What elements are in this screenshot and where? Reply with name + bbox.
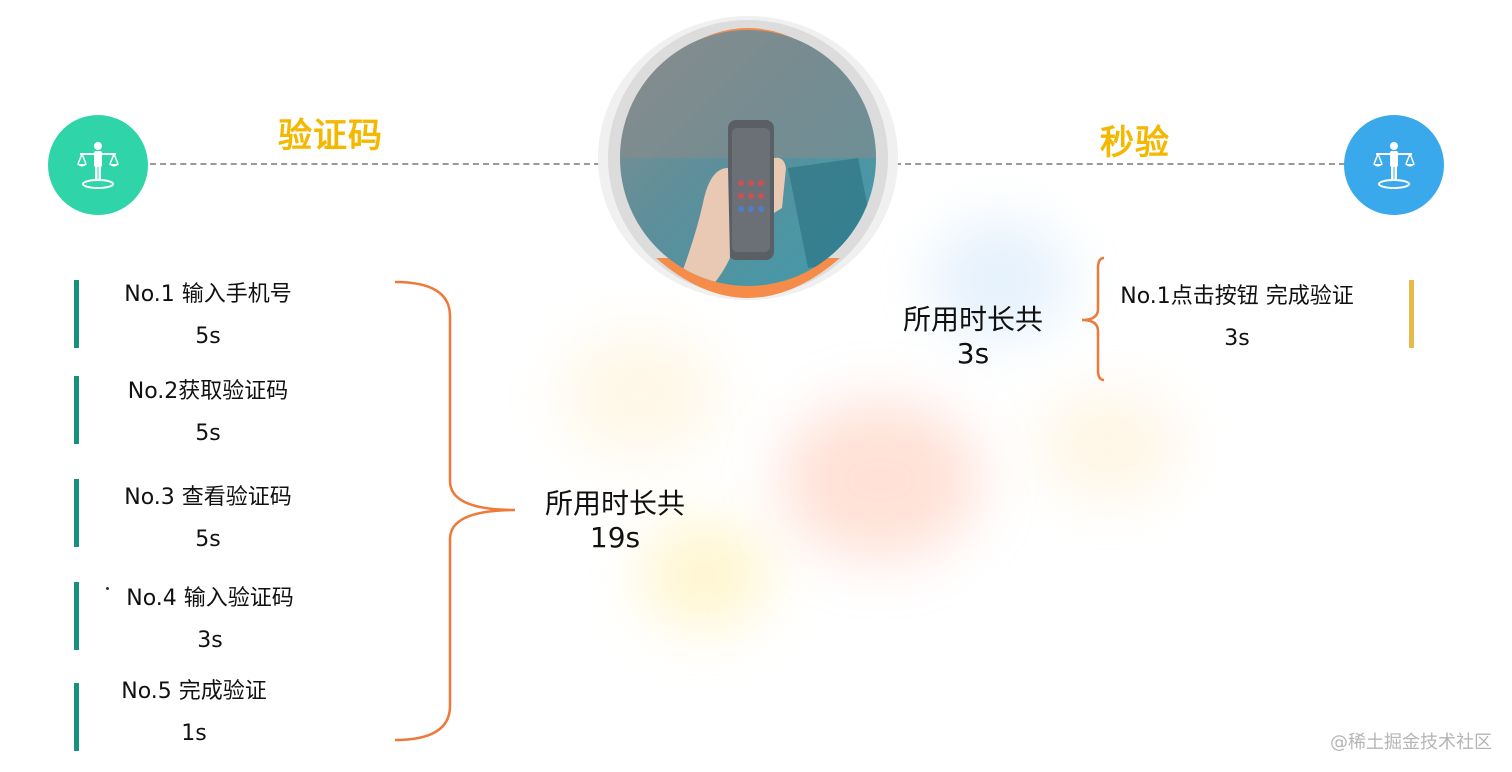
left-total: 所用时长共 19s [530,487,700,555]
watermark: @稀土掘金技术社区 [1330,732,1492,753]
timeline-dashed-line-right [895,163,1345,165]
right-total: 所用时长共 3s [888,303,1058,371]
total-value: 3s [956,337,990,370]
step-item: No.1 输入手机号 5s [78,274,338,358]
step-item: No.1点击按钮 完成验证 3s [1102,276,1372,360]
timeline-dashed-line-left [150,163,600,165]
step-item: No.3 查看验证码 5s [78,477,338,561]
step-time: 5s [195,527,221,552]
decor-blob [1040,390,1180,500]
decor-blob [780,400,980,560]
total-value: 19s [589,521,641,554]
step-label: No.2获取验证码 [127,379,289,404]
step-label: No.4 输入验证码 [126,586,294,611]
step-time: 3s [1224,326,1250,351]
step-time: 1s [181,721,207,746]
step-time: 3s [197,628,223,653]
decor-blob [930,220,1070,340]
step-bar [74,280,79,348]
step-bar [74,376,79,444]
right-heading: 秒验 [1100,123,1170,163]
decor-blob [640,520,770,630]
step-bar [74,683,79,751]
right-icon-circle [1344,115,1444,215]
balance-person-icon [1373,142,1415,189]
balance-person-icon [77,142,119,189]
step-label: No.5 完成验证 [121,679,267,704]
step-bar [74,479,79,547]
decor-blob [560,330,720,460]
right-curly-brace [1081,256,1105,382]
total-label: 所用时长共 [544,487,685,520]
left-icon-circle [48,115,148,215]
left-curly-brace [394,280,516,742]
step-bar [74,582,79,650]
left-heading: 验证码 [278,116,383,156]
step-label: No.1点击按钮 完成验证 [1120,284,1354,309]
stray-dot [106,587,109,590]
step-item: No.4 输入验证码 3s [80,578,340,662]
step-item: No.2获取验证码 5s [78,371,338,455]
step-label: No.1 输入手机号 [124,282,292,307]
center-phone-photo [598,16,898,300]
total-label: 所用时长共 [902,303,1043,336]
step-label: No.3 查看验证码 [124,485,292,510]
step-time: 5s [195,421,221,446]
step-time: 5s [195,324,221,349]
step-item: No.5 完成验证 1s [64,671,324,755]
step-bar [1409,280,1414,348]
